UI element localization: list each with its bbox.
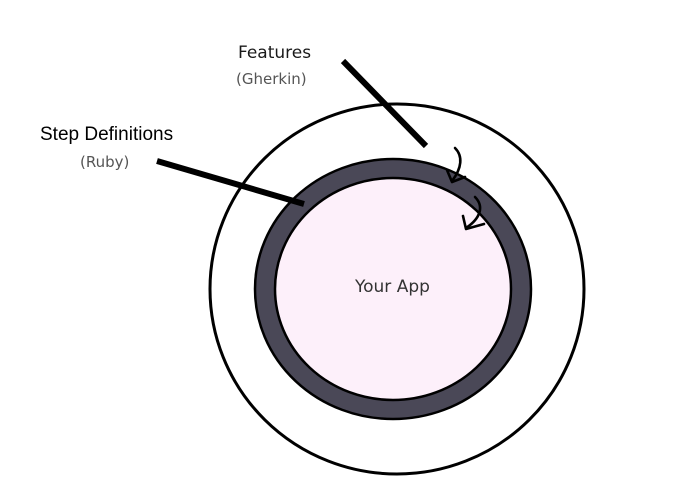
features-subtitle: (Gherkin)	[236, 70, 307, 88]
step-definitions-subtitle: (Ruby)	[80, 153, 130, 171]
app-core	[273, 176, 513, 402]
features-pointer-line	[340, 58, 429, 149]
features-title: Features	[238, 43, 312, 63]
features-to-steps-arrow-icon	[445, 146, 467, 184]
step-definitions-pointer-line	[156, 158, 305, 207]
step-definitions-title: Step Definitions	[40, 124, 174, 145]
steps-to-app-arrow-icon	[461, 195, 486, 231]
app-label: Your App	[355, 277, 430, 297]
